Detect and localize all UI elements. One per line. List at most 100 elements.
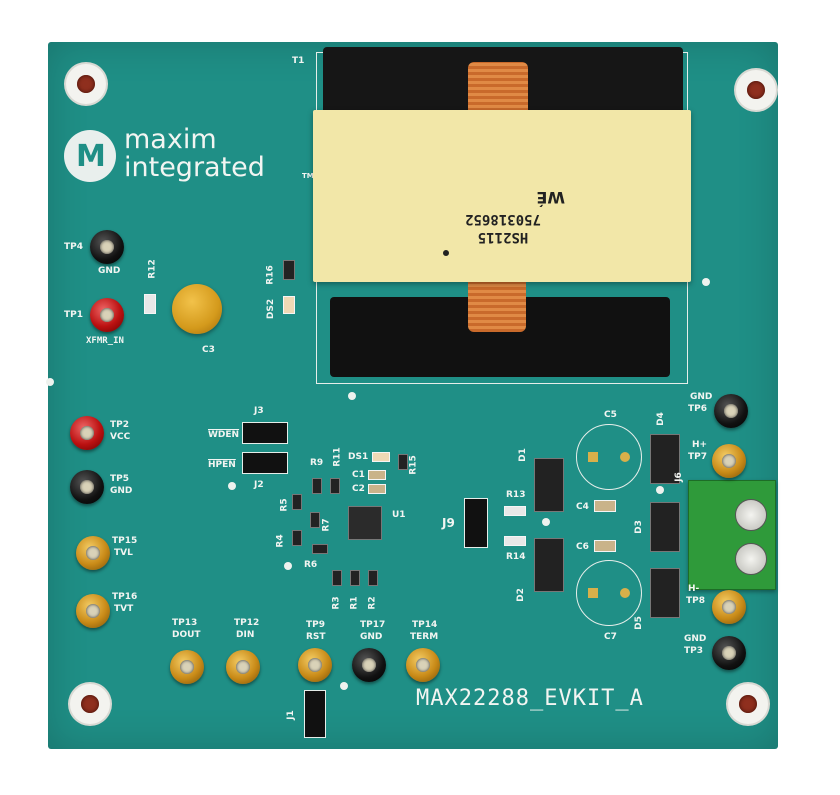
via bbox=[228, 482, 236, 490]
refdes-r16: R16 bbox=[265, 265, 276, 285]
brand-tm: TM bbox=[302, 172, 314, 180]
tp17-ref: TP17 bbox=[360, 620, 386, 630]
test-point-tp9[interactable] bbox=[298, 648, 332, 682]
transformer-pin1-dot bbox=[443, 250, 449, 256]
refdes-r3: R3 bbox=[331, 596, 342, 610]
refdes-ds2: DS2 bbox=[266, 298, 277, 320]
test-point-tp7[interactable] bbox=[712, 444, 746, 478]
refdes-c5: C5 bbox=[604, 410, 617, 420]
refdes-j1: J1 bbox=[285, 710, 296, 720]
capacitor-c5-pad-b bbox=[620, 452, 630, 462]
ic-u1 bbox=[348, 506, 382, 540]
brand-line-2: integrated bbox=[124, 152, 265, 183]
terminal-screw-1[interactable] bbox=[735, 499, 767, 531]
transformer-code: HS2115 bbox=[477, 229, 529, 245]
refdes-j9: J9 bbox=[442, 516, 455, 530]
jumper-j9[interactable] bbox=[464, 498, 488, 548]
test-point-tp12[interactable] bbox=[226, 650, 260, 684]
tp3-ref: TP3 bbox=[684, 646, 703, 656]
refdes-c3: C3 bbox=[202, 345, 215, 355]
mounting-hole-bottom-right bbox=[728, 684, 768, 724]
terminal-screw-2[interactable] bbox=[735, 543, 767, 575]
tp15-pin bbox=[86, 546, 100, 560]
refdes-r2: R2 bbox=[367, 596, 378, 610]
mounting-hole-top-right bbox=[736, 70, 776, 110]
capacitor-c1 bbox=[368, 470, 386, 480]
capacitor-c7-pad-a bbox=[588, 588, 598, 598]
diode-d2 bbox=[534, 538, 564, 592]
resistor-r13 bbox=[504, 506, 526, 516]
tp5-label: GND bbox=[110, 486, 133, 496]
capacitor-c3 bbox=[172, 284, 222, 334]
test-point-tp6[interactable] bbox=[714, 394, 748, 428]
jumper-j2[interactable] bbox=[242, 452, 288, 474]
board-label: MAX22288_EVKIT_A bbox=[416, 686, 644, 711]
refdes-j3: J3 bbox=[254, 406, 264, 416]
tp16-pin bbox=[86, 604, 100, 618]
tp3-label: GND bbox=[684, 634, 707, 644]
test-point-tp16[interactable] bbox=[76, 594, 110, 628]
tp15-ref: TP15 bbox=[112, 536, 138, 546]
refdes-r11: R11 bbox=[332, 447, 343, 467]
tp1-label: XFMR_IN bbox=[86, 336, 124, 346]
maxim-logo-badge: M bbox=[64, 130, 116, 182]
tp13-label: DOUT bbox=[172, 630, 201, 640]
jumper-j1[interactable] bbox=[304, 690, 326, 738]
resistor-r3 bbox=[332, 570, 342, 586]
capacitor-c6 bbox=[594, 540, 616, 552]
label-wden: WDEN bbox=[208, 430, 240, 440]
resistor-r11 bbox=[330, 478, 340, 494]
refdes-ds1: DS1 bbox=[348, 452, 369, 462]
tp4-pin bbox=[100, 240, 114, 254]
refdes-d3: D3 bbox=[633, 520, 644, 534]
jumper-j3[interactable] bbox=[242, 422, 288, 444]
tp14-ref: TP14 bbox=[412, 620, 438, 630]
tp4-ref: TP4 bbox=[64, 242, 83, 252]
tp16-ref: TP16 bbox=[112, 592, 138, 602]
diode-d5 bbox=[650, 568, 680, 618]
test-point-tp5[interactable] bbox=[70, 470, 104, 504]
refdes-c7: C7 bbox=[604, 632, 617, 642]
refdes-t1: T1 bbox=[292, 56, 305, 66]
tp2-label: VCC bbox=[110, 432, 131, 442]
maxim-logo: M maxim integrated TM bbox=[62, 124, 322, 188]
test-point-tp1[interactable] bbox=[90, 298, 124, 332]
led-ds2 bbox=[283, 296, 295, 314]
mounting-hole-top-left bbox=[66, 64, 106, 104]
refdes-c1: C1 bbox=[352, 470, 365, 480]
tp2-ref: TP2 bbox=[110, 420, 129, 430]
test-point-tp8[interactable] bbox=[712, 590, 746, 624]
refdes-j6: J6 bbox=[673, 472, 684, 482]
refdes-r12: R12 bbox=[147, 259, 158, 279]
test-point-tp15[interactable] bbox=[76, 536, 110, 570]
tp6-pin bbox=[724, 404, 738, 418]
refdes-r9: R9 bbox=[310, 458, 324, 468]
test-point-tp2[interactable] bbox=[70, 416, 104, 450]
transformer-label: HS2115 750318652 WÉ bbox=[433, 155, 573, 245]
tp16-label: TVT bbox=[114, 604, 134, 614]
tp1-pin bbox=[100, 308, 114, 322]
test-point-tp14[interactable] bbox=[406, 648, 440, 682]
refdes-d2: D2 bbox=[515, 588, 526, 602]
tp5-pin bbox=[80, 480, 94, 494]
transformer-winding-bottom bbox=[468, 277, 526, 332]
mounting-hole-bottom-left bbox=[70, 684, 110, 724]
tp7-label: H+ bbox=[692, 440, 708, 450]
refdes-c6: C6 bbox=[576, 542, 589, 552]
refdes-c2: C2 bbox=[352, 484, 365, 494]
refdes-r7: R7 bbox=[321, 518, 332, 532]
test-point-tp3[interactable] bbox=[712, 636, 746, 670]
tp14-label: TERM bbox=[410, 632, 439, 642]
test-point-tp13[interactable] bbox=[170, 650, 204, 684]
test-point-tp4[interactable] bbox=[90, 230, 124, 264]
resistor-r6 bbox=[312, 544, 328, 554]
tp13-pin bbox=[180, 660, 194, 674]
refdes-r13: R13 bbox=[506, 490, 526, 500]
refdes-u1: U1 bbox=[392, 510, 406, 520]
tp8-pin bbox=[722, 600, 736, 614]
terminal-block-j6[interactable] bbox=[688, 480, 776, 590]
test-point-tp17[interactable] bbox=[352, 648, 386, 682]
capacitor-c2 bbox=[368, 484, 386, 494]
tp8-ref: TP8 bbox=[686, 596, 705, 606]
capacitor-c7-footprint bbox=[576, 560, 642, 626]
